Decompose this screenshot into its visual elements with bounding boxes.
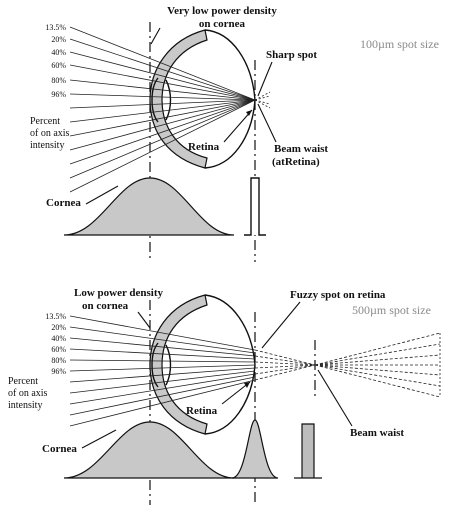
bottom-spot-size: 500µm spot size — [352, 303, 431, 317]
top-beam-waist-2: (atRetina) — [272, 156, 320, 168]
top-retina-pointer — [223, 109, 253, 143]
top-percent-ticks: 13.5% 20% 40% 60% 80% 96% — [45, 23, 66, 99]
bottom-percent-40: 40% — [51, 334, 66, 343]
bottom-percent-96: 96% — [51, 367, 66, 376]
top-percent-96: 96% — [51, 90, 66, 99]
bottom-cornea: Cornea — [42, 443, 77, 455]
top-spot-size: 100µm spot size — [360, 37, 439, 51]
top-sharp-spot: Sharp spot — [266, 49, 317, 61]
top-percent-40: 40% — [51, 48, 66, 57]
bottom-waist-spot-profile — [294, 423, 322, 479]
bottom-fuzzy-spot: Fuzzy spot on retina — [290, 289, 386, 301]
top-cornea: Cornea — [46, 197, 81, 209]
bottom-cornea-pointer — [81, 429, 117, 449]
top-percent-label-3: intensity — [30, 140, 64, 151]
top-cornea-pointer — [85, 185, 119, 205]
bottom-header-2: on cornea — [82, 300, 129, 312]
top-lens-back — [165, 79, 172, 121]
bottom-beam-waist-pointer — [317, 369, 353, 427]
top-percent-60: 60% — [51, 61, 66, 70]
top-retina-arrowhead — [246, 110, 252, 116]
bottom-percent-label-1: Percent — [8, 376, 38, 387]
bottom-header-pointer — [137, 311, 151, 329]
bottom-percent-20: 20% — [51, 323, 66, 332]
top-rays — [69, 26, 271, 193]
top-cornea-gaussian-profile — [63, 177, 235, 236]
bottom-percent-ticks: 13.5% 20% 40% 60% 80% 96% — [45, 312, 66, 376]
bottom-percent-13: 13.5% — [45, 312, 66, 321]
bottom-cornea-gaussian-profile — [63, 421, 235, 479]
top-header-2: on cornea — [199, 18, 246, 30]
top-header: Very low power density — [167, 5, 277, 17]
top-beam-waist: Beam waist — [274, 143, 328, 155]
bottom-retina: Retina — [186, 405, 218, 417]
top-retina: Retina — [188, 141, 220, 153]
bottom-panel: 13.5% 20% 40% 60% 80% 96% Percent of on … — [8, 287, 441, 505]
bottom-rays — [69, 315, 441, 427]
bottom-retina-arrowhead — [244, 382, 250, 388]
top-beam-waist-pointer — [257, 103, 277, 143]
bottom-percent-60: 60% — [51, 345, 66, 354]
top-retina-spot-profile — [244, 177, 266, 236]
top-panel: 13.5% 20% 40% 60% 80% 96% Percent of on … — [30, 5, 439, 262]
bottom-header: Low power density — [74, 287, 164, 299]
top-percent-label-2: of on axis — [30, 128, 70, 139]
bottom-percent-label-3: intensity — [8, 400, 42, 411]
bottom-fuzzy-pointer — [261, 301, 301, 349]
top-header-pointer — [150, 27, 161, 45]
bottom-percent-80: 80% — [51, 356, 66, 365]
top-percent-label-1: Percent — [30, 116, 60, 127]
bottom-retina-gaussian-profile — [231, 419, 279, 479]
bottom-lens-back — [165, 344, 172, 386]
bottom-retina-pointer — [221, 381, 251, 405]
top-percent-80: 80% — [51, 76, 66, 85]
top-percent-13: 13.5% — [45, 23, 66, 32]
bottom-percent-label-2: of on axis — [8, 388, 48, 399]
bottom-beam-waist: Beam waist — [350, 427, 404, 439]
top-sharp-spot-pointer — [257, 61, 273, 97]
top-percent-20: 20% — [51, 35, 66, 44]
bottom-lens-front — [151, 342, 159, 388]
